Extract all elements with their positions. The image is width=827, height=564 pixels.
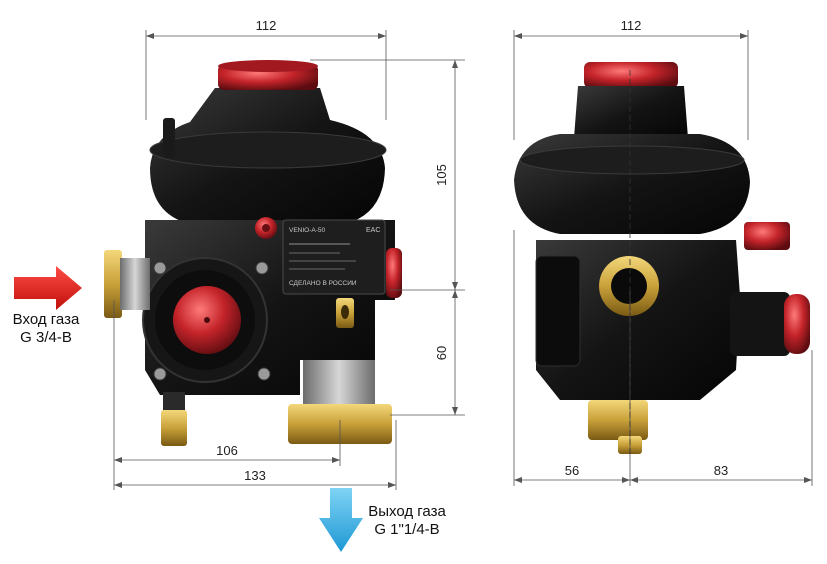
dim-front-bottom-inner: 106 <box>216 443 238 458</box>
front-view: VENIO-A-50 EAC СДЕЛАНО В РОССИИ <box>104 60 402 446</box>
front-bottom-brass <box>161 410 187 446</box>
side-top-cap <box>584 62 678 88</box>
front-screws <box>153 261 271 381</box>
inlet-label-line2: G 3/4-B <box>20 329 72 346</box>
dim-height-lower: 60 <box>434 346 449 360</box>
dim-side-top-width: 112 <box>621 18 642 33</box>
side-test-plug <box>744 222 790 250</box>
dim-front-top-width: 112 <box>256 18 277 33</box>
front-side-knob <box>386 248 402 298</box>
outlet-label-line1: Выход газа <box>368 503 446 520</box>
side-bottom-fitting <box>588 400 648 440</box>
front-inlet-nut <box>104 250 122 318</box>
outlet-label: Выход газа G 1"1/4-B <box>352 503 462 539</box>
front-outlet-pipe <box>303 360 375 410</box>
outlet-label-line2: G 1"1/4-B <box>374 521 440 538</box>
inlet-arrow-icon <box>14 266 82 310</box>
nameplate-model: VENIO-A-50 <box>289 227 326 234</box>
nameplate-made-in: СДЕЛАНО В РОССИИ <box>289 280 357 287</box>
front-nameplate <box>282 219 386 295</box>
outlet-arrow-icon <box>319 488 363 552</box>
side-view <box>514 62 810 454</box>
front-inlet-pipe <box>120 258 150 310</box>
side-reset-cap <box>784 294 810 354</box>
dim-side-bottom-left: 56 <box>565 463 579 478</box>
dim-side-bottom-right: 83 <box>714 463 728 478</box>
side-slam-shut-cylinder <box>730 292 790 356</box>
dim-front-bottom-total: 133 <box>244 468 266 483</box>
inlet-label-line1: Вход газа <box>12 311 80 328</box>
front-bottom-fitting <box>163 392 185 412</box>
inlet-label: Вход газа G 3/4-B <box>2 311 90 347</box>
front-vent-tube <box>163 118 175 158</box>
nameplate-eac: EAC <box>366 227 380 234</box>
dim-height-upper: 105 <box>434 164 449 186</box>
front-diaphragm-flange <box>149 131 387 169</box>
side-lower-body <box>536 240 740 400</box>
dimension-arrowheads <box>114 33 812 488</box>
side-bonnet <box>574 86 688 138</box>
